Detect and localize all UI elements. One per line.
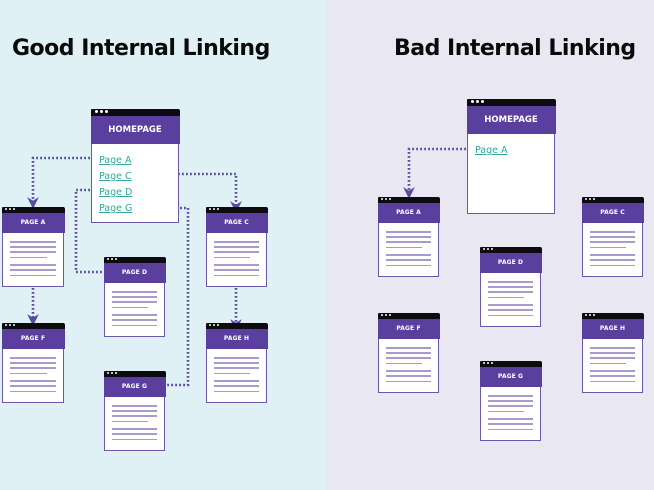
bad-page-a-card: PAGE A: [377, 196, 440, 277]
bad-linking-title: Bad Internal Linking: [394, 36, 636, 61]
page-title: PAGE H: [581, 318, 644, 339]
browser-bar: [377, 312, 440, 319]
link-page-g[interactable]: Page G: [99, 203, 133, 214]
browser-bar: [205, 322, 268, 329]
link-page-c[interactable]: Page C: [99, 171, 132, 182]
page-title: PAGE C: [581, 202, 644, 223]
good-page-g-card: PAGE G: [103, 370, 166, 451]
window-dots-icon: [94, 110, 108, 113]
homepage-links: Page A: [475, 143, 508, 159]
browser-bar: [205, 206, 268, 213]
page-title: PAGE G: [479, 366, 542, 387]
window-dots-icon: [470, 100, 484, 103]
link-page-a[interactable]: Page A: [475, 145, 508, 156]
text-lines: [488, 281, 533, 320]
window-dots-icon: [4, 207, 15, 211]
browser-bar: [479, 246, 542, 253]
text-lines: [214, 357, 259, 396]
good-page-h-card: PAGE H: [205, 322, 268, 403]
browser-bar: [581, 196, 644, 203]
good-page-f-card: PAGE F: [1, 322, 65, 403]
good-page-a-card: PAGE A: [1, 206, 65, 287]
homepage-title: HOMEPAGE: [90, 115, 180, 144]
window-dots-icon: [208, 323, 219, 327]
page-title: PAGE C: [205, 212, 268, 233]
text-lines: [10, 357, 56, 396]
browser-bar: [1, 322, 65, 329]
link-page-a[interactable]: Page A: [99, 155, 132, 166]
window-dots-icon: [208, 207, 219, 211]
text-lines: [112, 291, 157, 330]
page-title: PAGE D: [103, 262, 166, 283]
bad-page-f-card: PAGE F: [377, 312, 440, 393]
homepage-title: HOMEPAGE: [466, 105, 556, 134]
window-dots-icon: [380, 197, 391, 201]
window-dots-icon: [482, 247, 493, 251]
page-title: PAGE F: [377, 318, 440, 339]
text-lines: [214, 241, 259, 280]
browser-bar: [1, 206, 65, 213]
page-title: PAGE H: [205, 328, 268, 349]
bad-page-c-card: PAGE C: [581, 196, 644, 277]
page-title: PAGE G: [103, 376, 166, 397]
homepage-links: Page A Page C Page D Page G: [99, 153, 132, 217]
window-dots-icon: [106, 257, 117, 261]
page-title: PAGE D: [479, 252, 542, 273]
page-title: PAGE F: [1, 328, 65, 349]
text-lines: [590, 347, 635, 386]
browser-bar: [377, 196, 440, 203]
text-lines: [590, 231, 635, 270]
good-linking-title: Good Internal Linking: [12, 36, 270, 61]
good-page-c-card: PAGE C: [205, 206, 268, 287]
link-page-d[interactable]: Page D: [99, 187, 133, 198]
text-lines: [386, 231, 431, 270]
bad-homepage-card: HOMEPAGE Page A: [466, 98, 556, 214]
window-dots-icon: [106, 371, 117, 375]
browser-bar: [90, 108, 180, 116]
browser-bar: [581, 312, 644, 319]
browser-bar: [466, 98, 556, 106]
window-dots-icon: [482, 361, 493, 365]
text-lines: [488, 395, 533, 434]
browser-bar: [479, 360, 542, 367]
bad-page-g-card: PAGE G: [479, 360, 542, 441]
good-homepage-card: HOMEPAGE Page A Page C Page D Page G: [90, 108, 180, 223]
page-title: PAGE A: [1, 212, 65, 233]
browser-bar: [103, 256, 166, 263]
window-dots-icon: [584, 313, 595, 317]
window-dots-icon: [380, 313, 391, 317]
bad-page-d-card: PAGE D: [479, 246, 542, 327]
text-lines: [112, 405, 157, 444]
text-lines: [386, 347, 431, 386]
window-dots-icon: [584, 197, 595, 201]
good-page-d-card: PAGE D: [103, 256, 166, 337]
window-dots-icon: [4, 323, 15, 327]
bad-page-h-card: PAGE H: [581, 312, 644, 393]
browser-bar: [103, 370, 166, 377]
page-title: PAGE A: [377, 202, 440, 223]
text-lines: [10, 241, 56, 280]
